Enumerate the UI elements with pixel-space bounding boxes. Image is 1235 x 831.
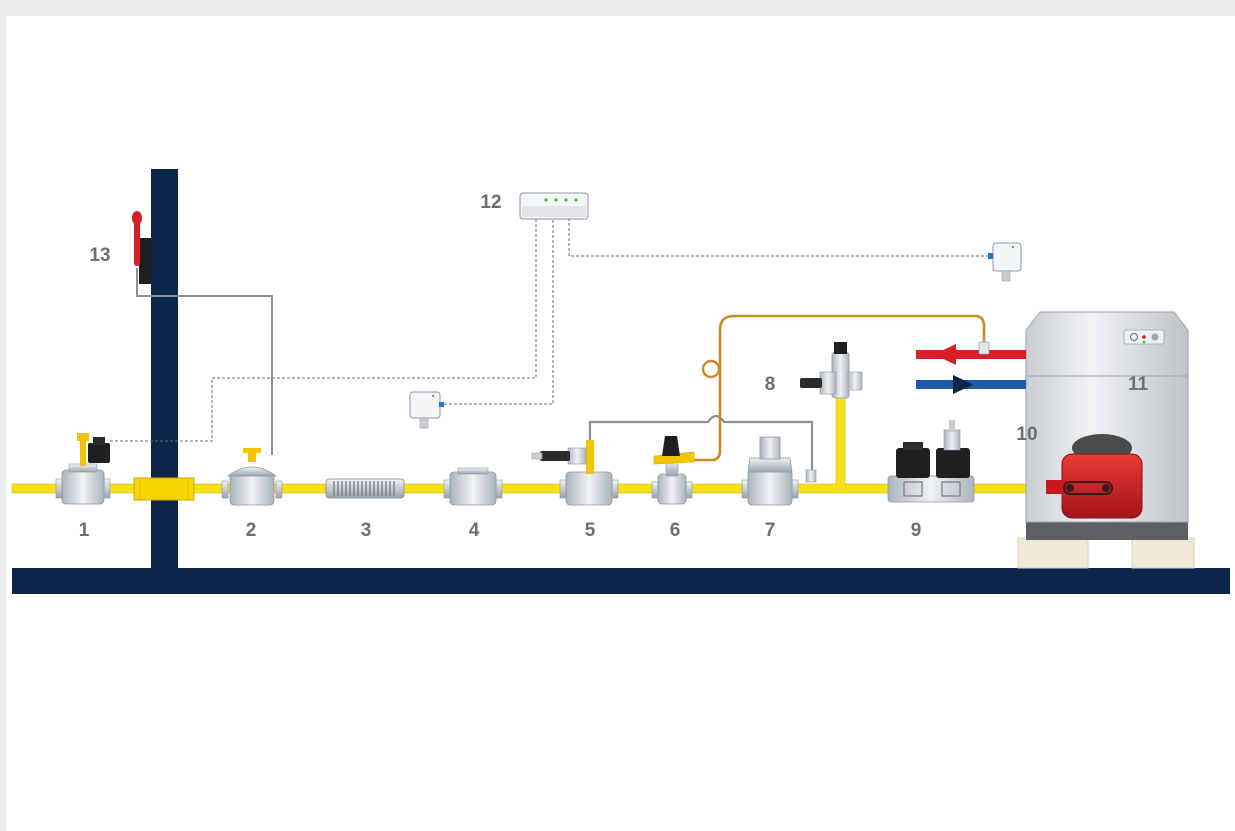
floor [12,568,1230,594]
gas-filter-4 [443,467,503,506]
flex-hose-3 [325,478,405,499]
impulse-line [136,268,273,455]
regulator-7 [741,436,817,506]
label-3: 3 [361,520,372,541]
solenoid-valve-1 [55,433,111,505]
gas-sensor-left [409,391,444,429]
label-13: 13 [89,245,110,266]
impulse-line-2 [588,414,814,470]
gas-regulator-2 [221,448,283,506]
label-11: 11 [1128,374,1149,395]
label-6: 6 [670,520,681,541]
capillary-tube [692,314,986,462]
wall-sleeve [133,477,195,501]
emergency-shutoff-13 [132,211,151,284]
label-2: 2 [246,520,257,541]
label-5: 5 [585,520,596,541]
capillary-loop [701,359,721,379]
thermal-valve-6 [651,436,695,505]
gas-block-9 [887,420,975,503]
label-9: 9 [911,520,922,541]
pressure-switch-8 [800,342,863,399]
controller-unit-12 [519,192,589,220]
valve-5 [531,440,619,506]
label-4: 4 [469,520,480,541]
power-icon [1130,333,1138,341]
label-10: 10 [1016,424,1037,445]
gas-branch-pipe [835,394,846,490]
label-7: 7 [765,520,776,541]
water-pipes [916,341,1026,394]
led-icon [544,198,548,202]
label-1: 1 [79,520,90,541]
gas-sensor-right [988,242,1022,282]
control-wiring [110,218,990,442]
label-12: 12 [480,192,501,213]
burner-10 [1046,434,1143,519]
wall [151,169,178,574]
label-8: 8 [765,374,776,395]
